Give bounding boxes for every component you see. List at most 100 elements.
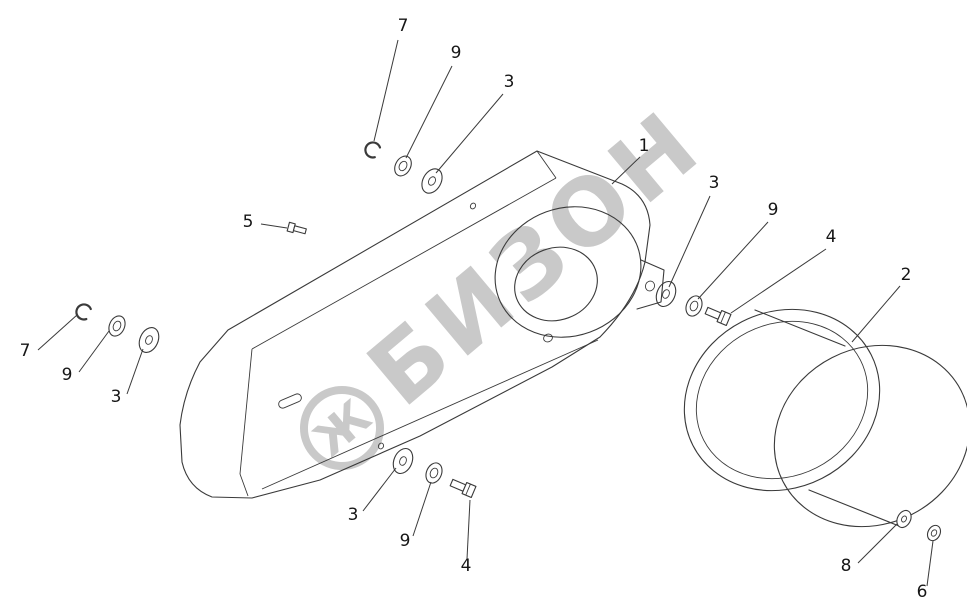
bolt-4-bottom-facet: [465, 483, 471, 496]
leader-line: [926, 540, 934, 587]
drum-opening-rim: [695, 320, 869, 480]
callout-7-left: 7: [20, 341, 31, 361]
cover-left-facet-lower: [239, 473, 249, 497]
cover-left-facet: [239, 348, 253, 475]
drum-opening-outer: [683, 308, 881, 492]
e-clip-7-left: [75, 303, 92, 321]
washer-9-top: [394, 155, 412, 177]
washer-9-bottom: [425, 462, 443, 484]
leader-line: [78, 330, 110, 373]
drum-bottom-edge: [808, 489, 900, 527]
washer-3-right-hole: [662, 289, 670, 299]
callout-9-top: 9: [451, 43, 462, 63]
leader-line: [373, 39, 399, 142]
drum-part: [683, 308, 967, 528]
drum-top-edge: [754, 309, 846, 347]
washer-8-outer: [896, 509, 912, 529]
callout-3-top: 3: [504, 72, 515, 92]
leader-line: [857, 523, 898, 564]
washer-3-top-outer: [421, 168, 443, 194]
leader-line: [668, 195, 711, 288]
callout-9-right: 9: [768, 200, 779, 220]
washer-3-right: [655, 280, 677, 308]
screw-5: [286, 221, 307, 235]
washer-9-right-outer: [685, 295, 703, 317]
bolt-4-bottom: [449, 478, 477, 499]
leader-line: [466, 499, 471, 560]
leader-line: [412, 481, 432, 537]
washer-3-bottom-hole: [399, 456, 407, 466]
leader-line: [611, 156, 641, 185]
e-clip-7-top: [364, 141, 382, 159]
washer-3-left-hole: [145, 335, 153, 345]
leader-line: [37, 314, 78, 351]
callout-2-drum: 2: [901, 265, 912, 285]
washer-3-bottom: [392, 447, 414, 475]
cover-outline: [179, 150, 651, 499]
watermark: Ж БИЗОН: [300, 89, 722, 470]
cover-bevel-line: [251, 177, 557, 350]
drum-back-wall: [773, 344, 967, 528]
cover-slot: [278, 393, 302, 409]
washer-3-left-outer: [138, 327, 160, 353]
leader-line: [697, 221, 769, 300]
cover-bevel-edge: [536, 150, 557, 179]
leader-line: [435, 93, 504, 174]
callout-4-bottom: 4: [461, 556, 472, 576]
nut-6-body: [926, 524, 942, 542]
cover-flange-inner: [514, 246, 598, 322]
callout-3-bottom: 3: [348, 505, 359, 525]
bolt-4-right: [704, 306, 732, 327]
leader-line: [405, 65, 453, 159]
callout-4-right: 4: [826, 227, 837, 247]
callout-1-cover: 1: [639, 136, 650, 156]
bolt-4-right-facet: [720, 311, 726, 324]
hardware: [75, 141, 942, 542]
washer-9-left-hole: [112, 320, 122, 332]
washer-3-top-hole: [428, 176, 436, 186]
bolt-4-bottom-head: [461, 481, 477, 499]
watermark-logo: Ж: [300, 386, 384, 470]
leader-line: [362, 467, 397, 512]
cover-hole: [543, 333, 553, 343]
leader-line: [851, 285, 901, 343]
cover-flange-outer: [494, 206, 642, 338]
washer-9-right-hole: [689, 300, 699, 312]
callout-8-washer: 8: [841, 556, 852, 576]
washer-9-bottom-hole: [429, 467, 439, 479]
washer-9-top-hole: [398, 160, 408, 172]
leader-line: [260, 223, 288, 229]
cover-mounting-tab: [636, 259, 665, 310]
cover-hole-bottom: [377, 442, 385, 450]
callout-9-left: 9: [62, 365, 73, 385]
leader-line: [730, 248, 827, 314]
washer-9-bottom-outer: [425, 462, 443, 484]
callout-5-screw: 5: [243, 212, 254, 232]
callout-6-nut: 6: [917, 582, 928, 602]
callout-9-bottom: 9: [400, 531, 411, 551]
nut-6: [926, 524, 942, 542]
washer-9-right: [685, 295, 703, 317]
callout-3-right: 3: [709, 173, 720, 193]
callouts: 7 9 3 1 3 9 4 2 5 7 9 3 3 9 4 8 6: [20, 16, 928, 602]
cover-bottom-wall-line: [261, 339, 599, 490]
cover-tab-hole: [644, 280, 656, 292]
bolt-4-right-head: [716, 309, 732, 327]
cover-hole-top: [469, 202, 477, 210]
cover-part: [179, 150, 665, 499]
washer-3-top: [421, 168, 443, 194]
washer-8-hole: [901, 515, 907, 523]
watermark-logo-ring: [300, 386, 384, 470]
washer-9-left-outer: [108, 315, 126, 337]
washer-3-bottom-outer: [392, 447, 414, 475]
washer-3-right-outer: [655, 280, 677, 308]
leader-line: [126, 348, 144, 395]
screw-5-shaft: [292, 225, 307, 235]
nut-6-hole: [930, 529, 938, 537]
washer-8: [896, 509, 912, 529]
callout-3-left: 3: [111, 387, 122, 407]
leader-lines: [37, 39, 934, 587]
callout-7-top: 7: [398, 16, 409, 36]
